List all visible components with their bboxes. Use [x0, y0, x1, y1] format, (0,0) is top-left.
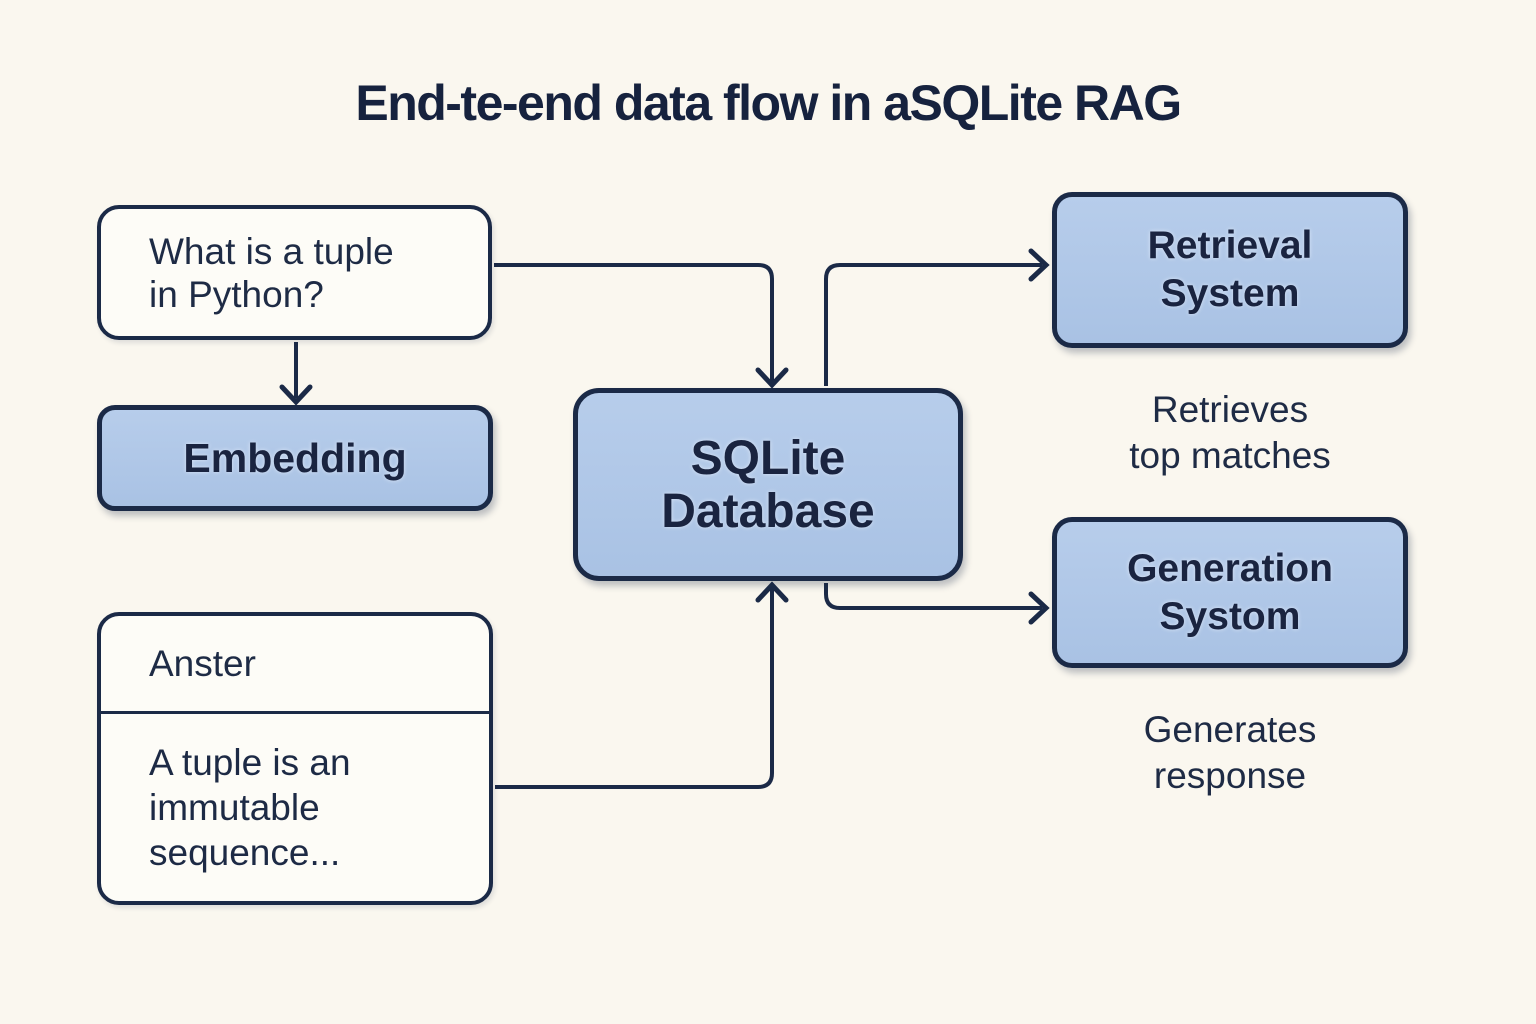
- edge-question-to-embedding: [279, 342, 313, 406]
- answer-body: A tuple is an immutable sequence...: [101, 714, 489, 901]
- question-text-line: in Python?: [149, 273, 324, 315]
- sqlite-database-node: SQLite Database: [573, 388, 963, 581]
- edge-sqlite-to-retrieval: [824, 248, 1050, 386]
- retrieval-label-line: Retrieval: [1147, 224, 1313, 267]
- answer-header: Anster: [149, 642, 256, 684]
- arrowhead-right-icon: [1028, 591, 1050, 625]
- arrowhead-down-icon: [279, 384, 313, 406]
- answer-body-line: sequence...: [149, 832, 341, 873]
- answer-body-line: immutable: [149, 787, 320, 828]
- edge-answer-to-sqlite: [495, 581, 789, 789]
- annotation-line: response: [1153, 755, 1307, 796]
- embedding-node: Embedding: [97, 405, 493, 511]
- edge-line: [824, 263, 1042, 386]
- edge-sqlite-to-generation: [824, 583, 1050, 625]
- answer-divider: [101, 711, 489, 714]
- annotation-line: top matches: [1129, 435, 1331, 476]
- arrowhead-down-icon: [755, 367, 789, 389]
- annotation-line: Generates: [1143, 709, 1317, 750]
- arrowhead-right-icon: [1028, 248, 1050, 282]
- question-text-line: What is a tuple: [149, 230, 394, 272]
- generates-annotation: Generates response: [1050, 707, 1410, 799]
- generation-system-node: Generation Systom: [1052, 517, 1408, 668]
- edge-line: [495, 588, 774, 789]
- edge-question-to-sqlite: [494, 263, 789, 389]
- annotation-line: Retrieves: [1151, 389, 1309, 430]
- question-node: What is a tuple in Python?: [97, 205, 492, 340]
- arrowhead-up-icon: [755, 581, 789, 603]
- edge-line: [494, 263, 774, 382]
- embedding-label: Embedding: [183, 435, 407, 481]
- edge-line: [824, 583, 1042, 610]
- sqlite-label-line: Database: [661, 484, 875, 538]
- generation-label-line: Generation: [1127, 546, 1333, 590]
- retrieval-label-line: System: [1160, 272, 1300, 315]
- retrieves-annotation: Retrieves top matches: [1050, 387, 1410, 479]
- diagram-title: End-te-end data flow in aSQLite RAG: [355, 75, 1182, 131]
- retrieval-system-node: Retrieval System: [1052, 192, 1408, 348]
- generation-label-line: Systom: [1159, 594, 1301, 638]
- answer-node: Anster A tuple is an immutable sequence.…: [97, 612, 493, 905]
- sqlite-label-line: SQLite: [690, 431, 846, 485]
- answer-body-line: A tuple is an: [149, 742, 351, 783]
